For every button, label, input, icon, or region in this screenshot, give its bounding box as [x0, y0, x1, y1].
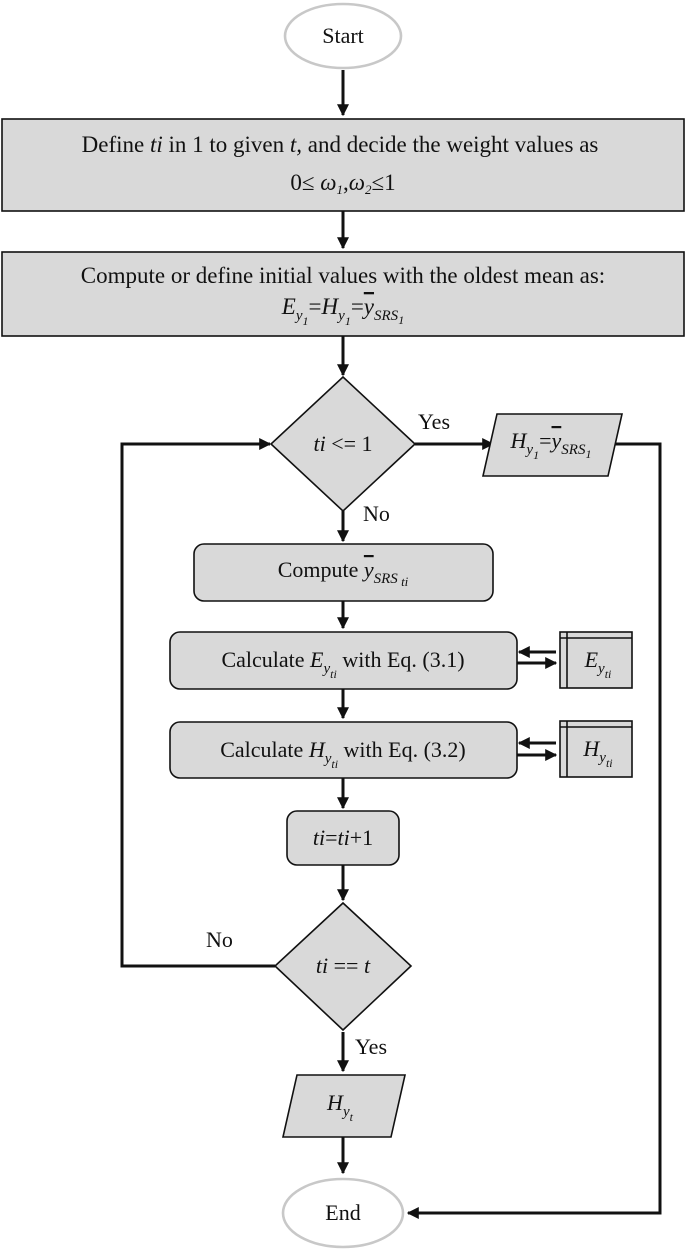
end-node: End — [281, 1177, 405, 1249]
output1-formula: Hy1=ySRS1 — [510, 428, 592, 462]
connectors — [120, 70, 662, 1219]
define-line-2: 0≤ ω1,ω2≤1 — [290, 170, 395, 197]
output-final-label: Hyt — [326, 1090, 354, 1124]
end-label: End — [325, 1200, 360, 1225]
compute-mean-label: Compute ySRS ti — [278, 557, 409, 589]
compute-mean-box: Compute ySRS ti — [193, 543, 494, 602]
start-label: Start — [322, 23, 364, 48]
calculate-h-box: Calculate Hyti with Eq. (3.2) — [169, 721, 518, 779]
calculate-h-label: Calculate Hyti with Eq. (3.2) — [220, 737, 466, 771]
decision-ti-eq-t: ti == t — [273, 901, 413, 1032]
calculate-e-label: Calculate Eyti with Eq. (3.1) — [221, 647, 464, 681]
decision2-label: ti == t — [316, 953, 371, 978]
output-h-final: Hyt — [281, 1074, 407, 1138]
edge-label-no-2: No — [206, 927, 233, 952]
edge-label-yes-1: Yes — [418, 409, 450, 434]
arrow-output1-to-end — [406, 442, 662, 1219]
store-e-datastore: Eyti — [559, 631, 633, 689]
edge-label-no-1: No — [363, 501, 390, 526]
compute-initial-formula: Ey1=Hy1=ySRS1 — [281, 294, 404, 328]
arrow-decision2-no-loop — [120, 438, 275, 968]
compute-initial-line-1: Compute or define initial values with th… — [81, 263, 605, 288]
edge-label-yes-2: Yes — [355, 1034, 387, 1059]
start-node: Start — [283, 2, 403, 70]
define-line-1: Define ti in 1 to given t, and decide th… — [82, 132, 599, 157]
store-e-label: Eyti — [584, 647, 612, 681]
store-h-label: Hyti — [582, 736, 612, 770]
store-h-datastore: Hyti — [559, 720, 633, 778]
calculate-e-box: Calculate Eyti with Eq. (3.1) — [169, 631, 518, 690]
increment-label: ti=ti+1 — [313, 825, 373, 850]
define-process-box: Define ti in 1 to given t, and decide th… — [1, 118, 685, 212]
output-h-initial: Hy1=ySRS1 — [481, 413, 624, 477]
compute-initial-box: Compute or define initial values with th… — [1, 251, 685, 337]
increment-box: ti=ti+1 — [286, 810, 400, 866]
decision-ti-le-1: ti <= 1 — [269, 375, 417, 513]
decision1-label: ti <= 1 — [313, 431, 372, 456]
